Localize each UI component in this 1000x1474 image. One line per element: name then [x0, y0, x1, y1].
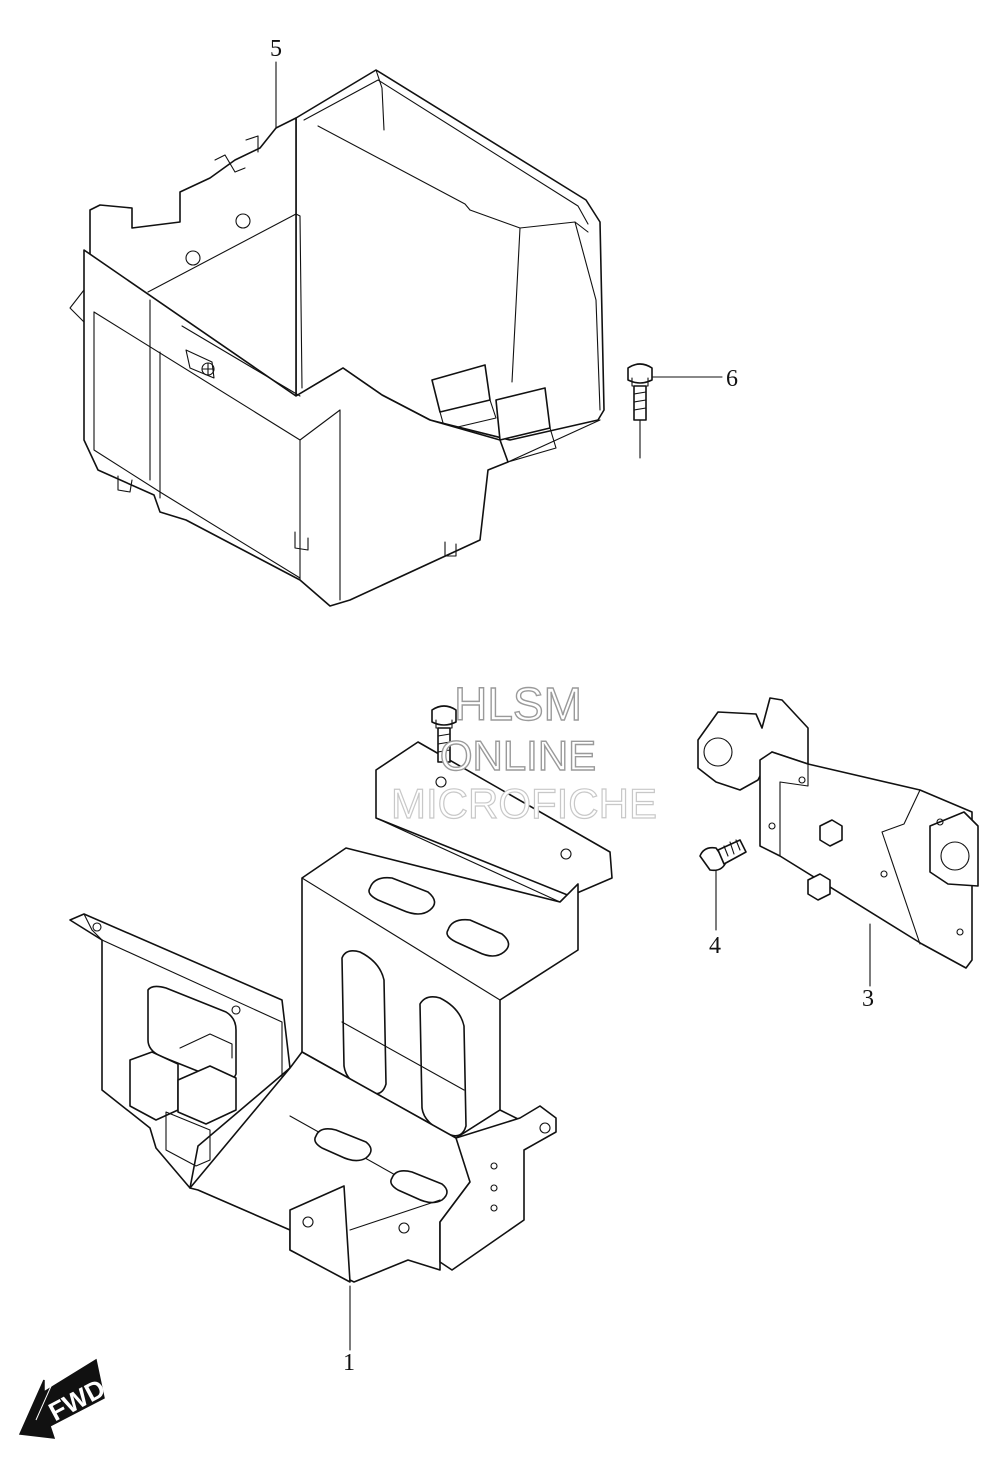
- fwd-arrow-icon: FWD: [18, 1358, 110, 1439]
- callout-3: 3: [862, 986, 874, 1012]
- watermark-line-1: HLSM: [454, 678, 582, 730]
- part-1-battery-tray[interactable]: [69, 741, 613, 1283]
- part-3-side-bracket[interactable]: [697, 697, 979, 969]
- watermark-line-3: MICROFICHE: [391, 780, 657, 827]
- callout-1: 1: [343, 1350, 355, 1376]
- callout-4: 4: [709, 933, 721, 959]
- callout-6: 6: [726, 366, 738, 392]
- leader-lines: [275, 61, 871, 1351]
- watermark-line-2: ONLINE: [440, 732, 596, 779]
- watermark: HLSM ONLINE MICROFICHE: [390, 677, 657, 827]
- part-6-bolt[interactable]: [627, 363, 653, 459]
- callout-5: 5: [270, 36, 282, 62]
- part-4-bolt[interactable]: [699, 839, 747, 931]
- part-5-battery-box[interactable]: [69, 69, 605, 607]
- part-2-bolt[interactable]: [431, 705, 457, 763]
